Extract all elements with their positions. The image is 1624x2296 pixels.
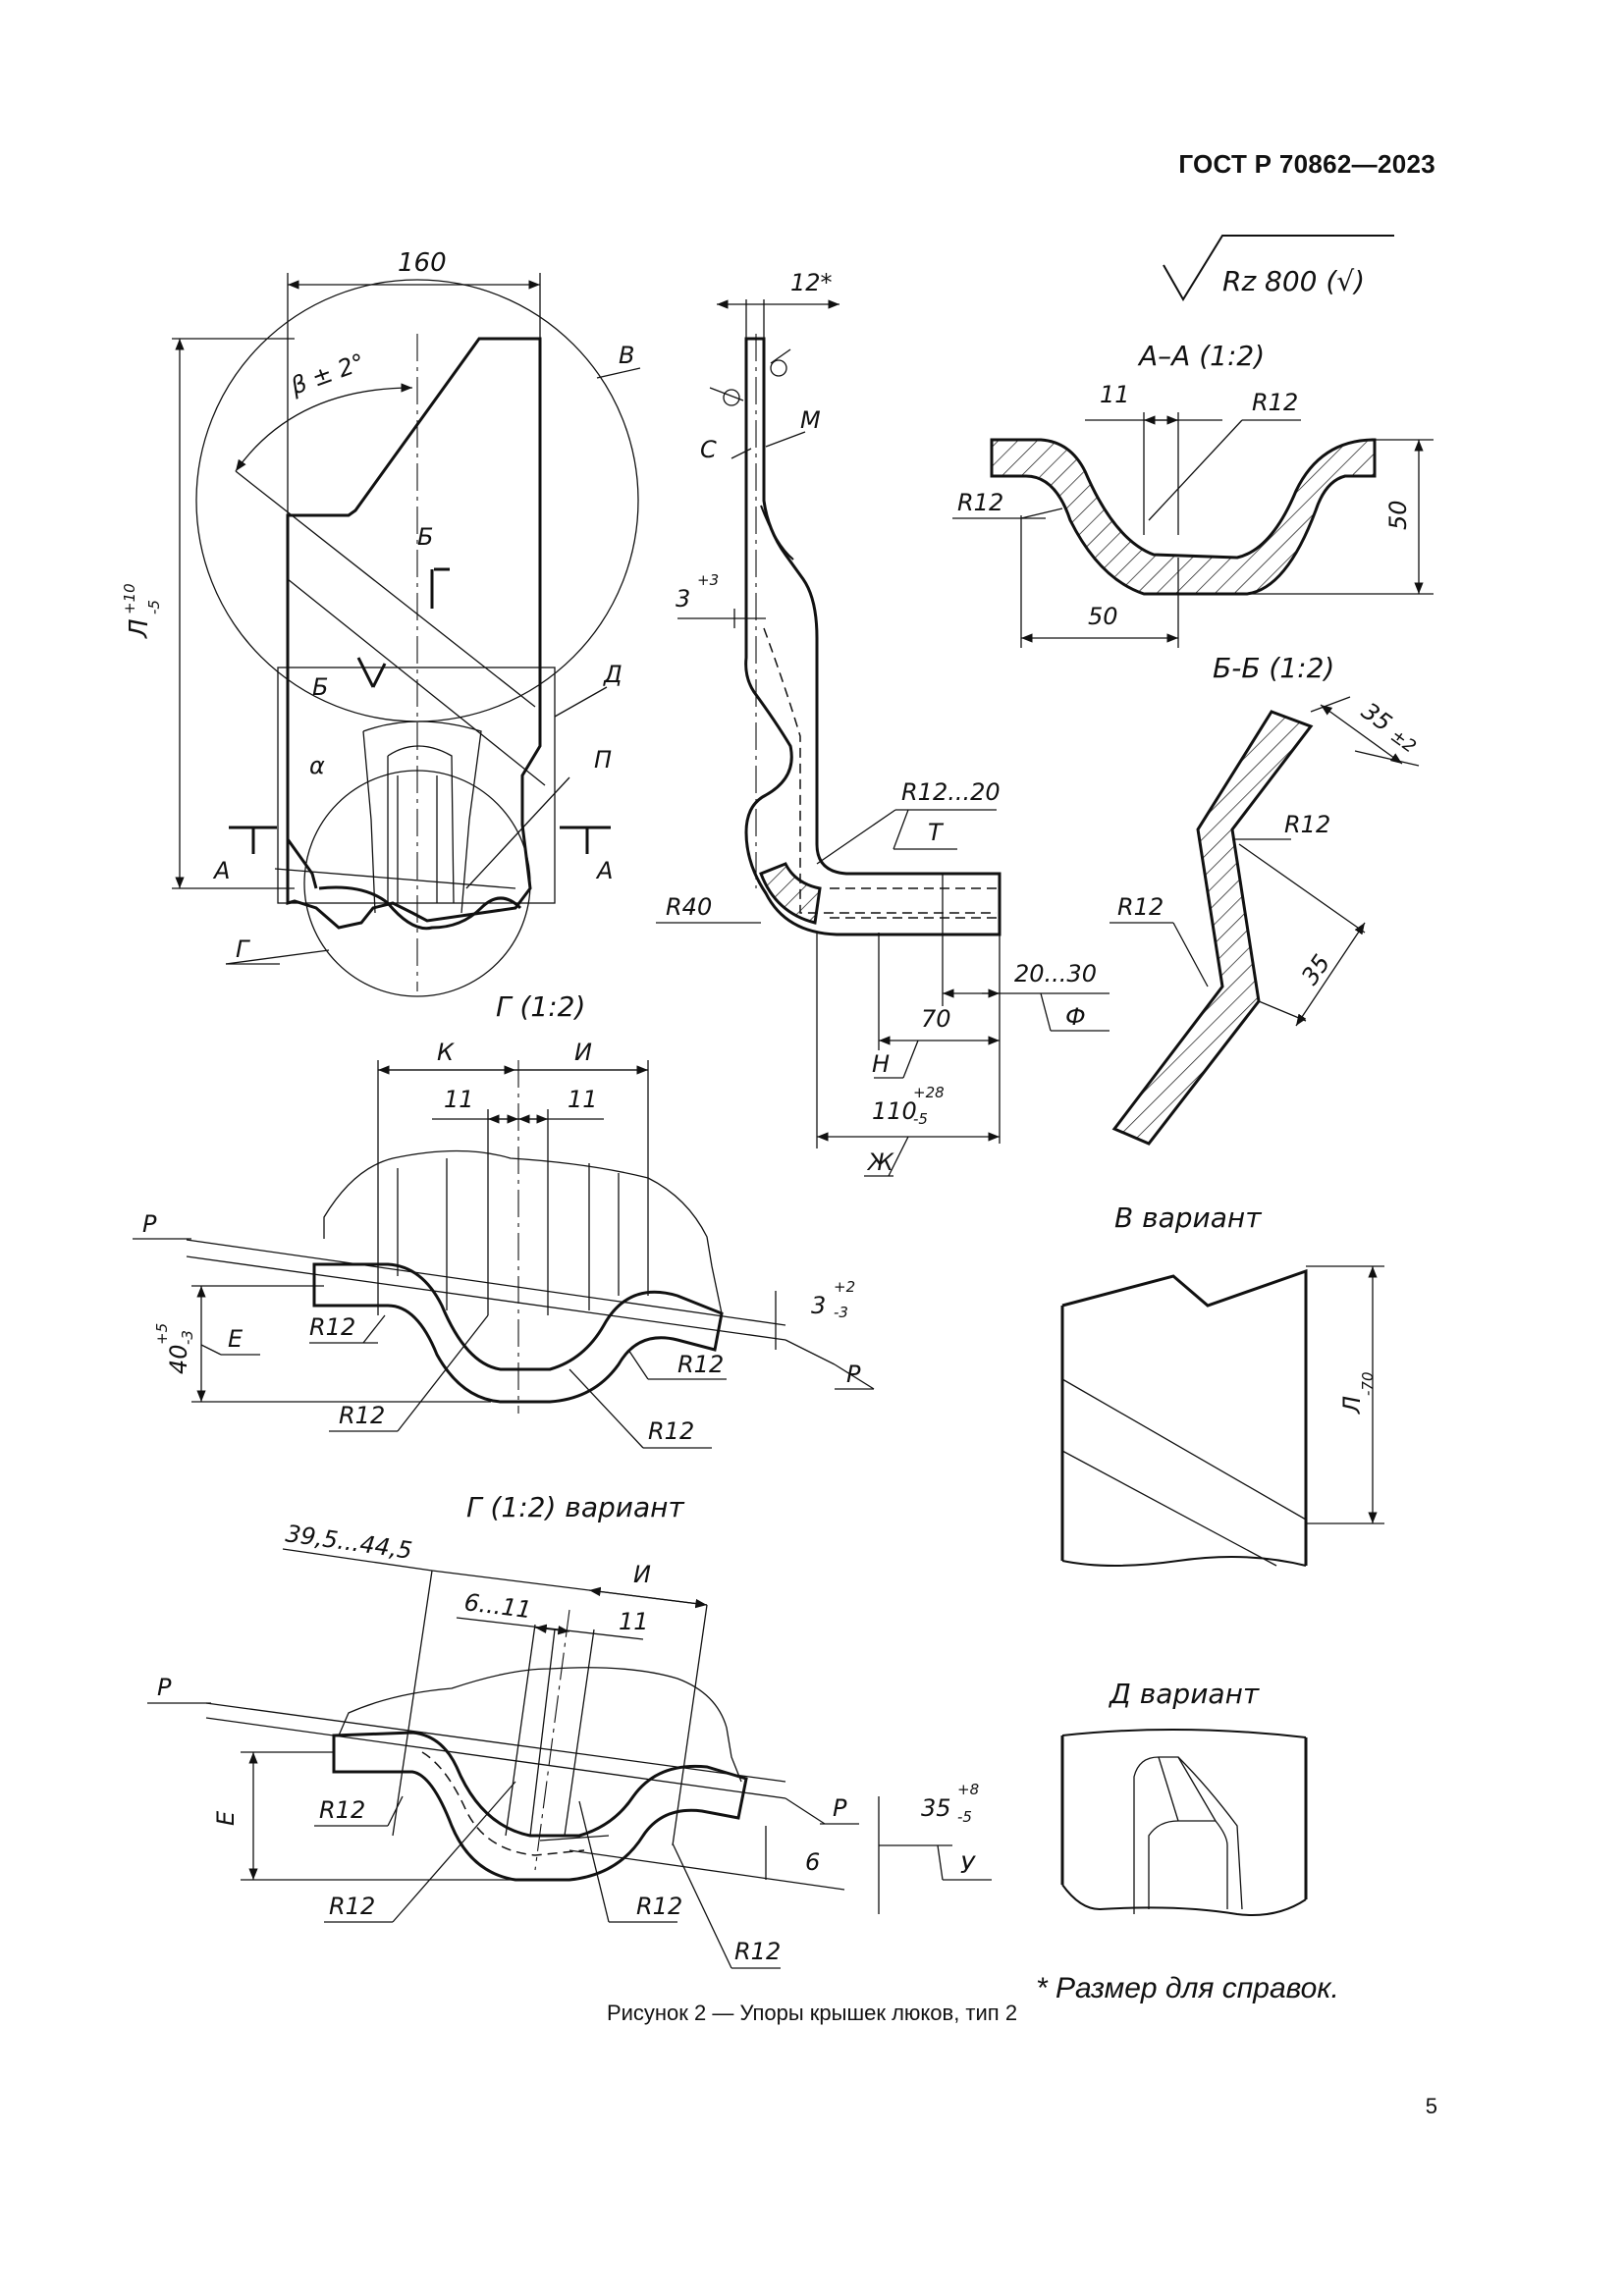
dim-50-bottom: 50 [1088, 603, 1118, 630]
detail-g: Г (1:2) К И 11 11 Р Р [133, 990, 875, 1449]
label-a-right: А [595, 857, 613, 884]
dim-50-right: 50 [1384, 500, 1412, 530]
side-view: 12* С М 3 +3 R12...20 Т R40 [656, 269, 1110, 1177]
label-p: П [594, 746, 612, 774]
dim-20-30: 20...30 [1014, 960, 1097, 988]
radius-r12-4: R12 [734, 1938, 781, 1965]
dim-35-tol-upper: +8 [957, 1781, 979, 1798]
label-n: Н [872, 1050, 890, 1078]
dim-length-tol-lower: -5 [145, 600, 163, 614]
dim-width: 160 [398, 248, 447, 278]
label-g: Г [236, 935, 250, 963]
dim-110: 110 [872, 1097, 917, 1125]
label-k: К [437, 1039, 455, 1066]
dim-40-tol-lower: -3 [179, 1330, 196, 1345]
variant-v-dim-length: Л [1338, 1396, 1366, 1415]
radius-r12-2: R12 [329, 1893, 375, 1920]
dim-35-tol-lower: -5 [957, 1808, 972, 1826]
label-d: Д [603, 661, 623, 688]
variant-d: Д вариант [1060, 1678, 1308, 1916]
section-bb-title: Б-Б (1:2) [1213, 652, 1334, 684]
dim-35-top: 35 [1356, 697, 1396, 737]
dim-70: 70 [921, 1005, 951, 1033]
dim-35: 35 [1296, 949, 1335, 989]
section-mark-b-2: Б [312, 673, 328, 701]
radius-r12-1: R12 [1284, 811, 1330, 838]
label-zh: Ж [866, 1148, 894, 1176]
label-v: В [619, 342, 634, 369]
roughness-symbol: Rz 800 (√) [1163, 235, 1394, 301]
dim-11-left: 11 [444, 1086, 474, 1113]
dim-3: 3 [676, 585, 690, 613]
dim-40: 40 [165, 1344, 192, 1374]
section-mark-b-1: Б [417, 523, 433, 551]
dim-3-tol-lower: -3 [834, 1304, 848, 1321]
footnote: * Размер для справок. [1036, 1972, 1339, 2004]
dim-length-tol-upper: +10 [121, 583, 138, 614]
dim-6: 6 [805, 1848, 820, 1876]
page-number: 5 [1425, 2094, 1437, 2118]
dim-3-tol: +3 [697, 571, 719, 589]
radius-r12-1: R12 [309, 1313, 355, 1341]
radius-40: R40 [666, 893, 712, 921]
label-e: Е [228, 1325, 244, 1353]
radius-r12-3: R12 [636, 1893, 682, 1920]
dim-3: 3 [811, 1292, 826, 1319]
section-aa-title: А–А (1:2) [1137, 340, 1265, 372]
variant-v-dim-tol: -70 [1359, 1372, 1377, 1397]
label-s: С [700, 436, 717, 463]
radius-12-20: R12...20 [901, 778, 1001, 806]
label-r-right: Р [846, 1361, 861, 1388]
radius-r12-2: R12 [1117, 893, 1164, 921]
radius-r12-4: R12 [648, 1417, 694, 1445]
section-a-a: А–А (1:2) 11 R12 R12 50 50 [952, 340, 1434, 648]
dim-3-tol-upper: +2 [834, 1278, 855, 1296]
radius-r12-left: R12 [957, 489, 1003, 516]
dim-11-right: 11 [568, 1086, 598, 1113]
variant-v-title: В вариант [1114, 1201, 1262, 1234]
dim-110-tol-upper: +28 [913, 1084, 945, 1101]
radius-r12-right: R12 [1252, 389, 1298, 416]
radius-r12-3: R12 [339, 1402, 385, 1429]
label-a-left: А [212, 857, 230, 884]
dim-6-11: 6...11 [462, 1588, 533, 1624]
dim-length: Л [125, 618, 154, 639]
dim-11: 11 [1100, 381, 1130, 408]
main-view: 160 β ± 2° Л +10 -5 [121, 248, 641, 997]
dim-40-tol-upper: +5 [153, 1323, 171, 1345]
label-r-left: Р [157, 1674, 172, 1701]
alpha-label: α [309, 752, 325, 779]
label-i: И [633, 1561, 651, 1588]
label-e: Е [212, 1810, 240, 1826]
detail-g-variant: Г (1:2) вариант 39,5...44,5 И 6...11 11 … [147, 1491, 992, 1969]
variant-v: В вариант Л -70 [1060, 1201, 1384, 1567]
label-m: М [800, 406, 821, 434]
section-b-b: Б-Б (1:2) 35 ±2 R12 R12 35 [1110, 652, 1420, 1146]
label-r-left: Р [142, 1210, 157, 1238]
label-t: Т [928, 819, 945, 846]
roughness-value: Rz 800 (√) [1222, 265, 1365, 297]
document-code: ГОСТ Р 70862—2023 [1178, 149, 1435, 179]
dim-35-top-tol: ±2 [1386, 725, 1420, 758]
figure-caption: Рисунок 2 — Упоры крышек люков, тип 2 [606, 2001, 1018, 2025]
label-f: Ф [1065, 1003, 1086, 1031]
dim-11: 11 [619, 1608, 649, 1635]
variant-d-title: Д вариант [1108, 1678, 1260, 1710]
radius-r12-1: R12 [319, 1796, 365, 1824]
detail-g-variant-title: Г (1:2) вариант [466, 1491, 684, 1523]
label-u: У [960, 1851, 976, 1879]
radius-r12-2: R12 [677, 1351, 724, 1378]
dim-35: 35 [921, 1794, 951, 1822]
label-r-right: Р [833, 1794, 847, 1822]
dim-110-tol-lower: -5 [913, 1110, 928, 1128]
dim-12: 12* [790, 269, 833, 296]
detail-g-title: Г (1:2) [496, 990, 585, 1023]
label-i: И [574, 1039, 592, 1066]
